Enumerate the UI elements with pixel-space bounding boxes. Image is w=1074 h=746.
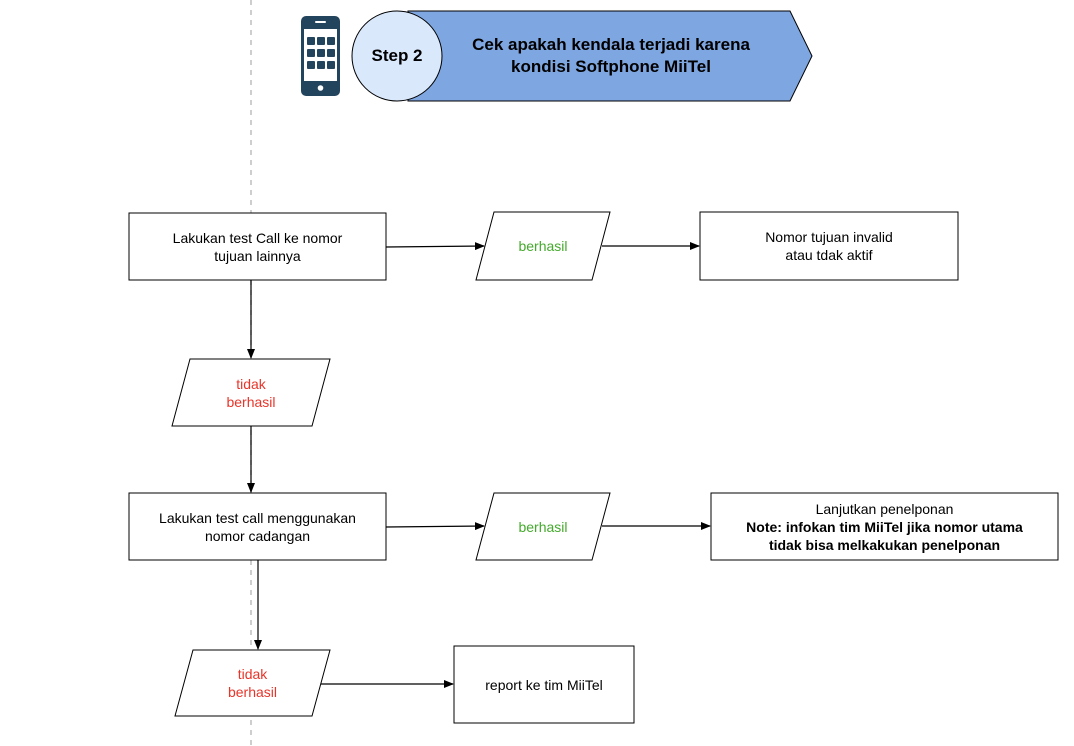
- success-2-label: berhasil: [518, 518, 568, 535]
- continue-call-note-line-1: Note: infokan tim MiiTel jika nomor utam…: [746, 518, 1023, 535]
- test-call-other-text: Lakukan test Call ke nomor tujuan lainny…: [129, 213, 386, 280]
- step-circle: [351, 10, 443, 102]
- box-continue-call: [710, 492, 1059, 561]
- header-title: Cek apakah kendala terjadi karena kondis…: [426, 26, 796, 86]
- parallelogram-success-1: [475, 211, 611, 281]
- success-1-label: berhasil: [518, 238, 568, 254]
- test-call-backup-line-2: nomor cadangan: [204, 527, 311, 544]
- box-report: [453, 645, 635, 724]
- header-title-line-2: kondisi Softphone MiiTel: [511, 57, 711, 76]
- fail-2-label: tidak berhasil: [175, 650, 330, 716]
- box-test-call-backup: [128, 492, 387, 561]
- fail-1-line-2: berhasil: [226, 393, 276, 410]
- report-text: report ke tim MiiTel: [485, 676, 603, 693]
- fail-2-line-2: berhasil: [227, 684, 278, 700]
- continue-call-line-1: Lanjutkan penelponan: [815, 500, 954, 517]
- continue-call-note-line-2: tidak bisa melkakukan penelponan: [768, 536, 1001, 553]
- parallelogram-success-2: [475, 492, 611, 561]
- test-call-backup-line-1: Lakukan test call menggunakan: [159, 509, 356, 526]
- invalid-number-line-2: atau tdak aktif: [785, 247, 873, 263]
- fail-1-line-1: tidak: [236, 375, 266, 392]
- test-call-backup-text: Lakukan test call menggunakan nomor cada…: [129, 493, 386, 560]
- fail-1-label: tidak berhasil: [172, 359, 330, 426]
- arrow-call-to-success-1: [385, 242, 485, 251]
- box-test-call-other: [128, 212, 387, 281]
- test-call-other-line-1: Lakukan test Call ke nomor: [172, 229, 343, 246]
- parallelogram-fail-2: [174, 649, 331, 717]
- invalid-number-line-1: Nomor tujuan invalid: [765, 229, 893, 245]
- header-title-line-1: Cek apakah kendala terjadi karena: [472, 35, 750, 54]
- test-call-other-line-2: tujuan lainnya: [214, 247, 301, 264]
- step-label: Step 2: [371, 46, 423, 65]
- box-invalid-number: [699, 211, 959, 281]
- mobile-phone-icon: [301, 16, 340, 96]
- arrow-backup-to-success-2: [385, 522, 485, 531]
- parallelogram-fail-1: [171, 358, 331, 427]
- fail-2-line-1: tidak: [237, 666, 268, 682]
- continue-call-text: Lanjutkan penelponan Note: infokan tim M…: [711, 493, 1058, 560]
- invalid-number-text: Nomor tujuan invalid atau tdak aktif: [700, 212, 958, 280]
